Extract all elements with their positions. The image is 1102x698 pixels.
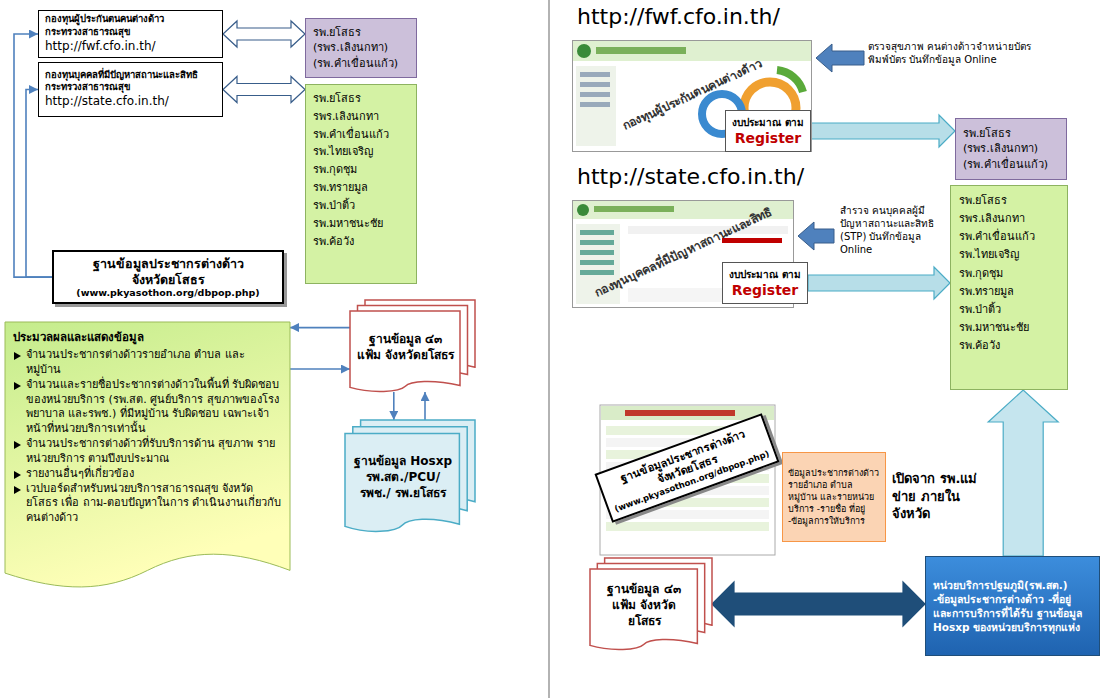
shape-part bbox=[576, 66, 616, 146]
pointer-arrow bbox=[816, 44, 864, 72]
node-text: รพ.ยโสธร (รพร.เลิงนกทา) (รพ.คำเขื่อนแก้ว… bbox=[963, 126, 1059, 172]
multi-document: ฐานข้อมูล Hosxp รพ.สต./PCU/รพช./ รพ.ยโสธ… bbox=[345, 420, 475, 532]
shape-part bbox=[573, 41, 811, 61]
block-arrow bbox=[223, 77, 305, 103]
hospital-list-box: รพ.ยโสธร รพร.เลิงนกทา รพ.คำเขื่อนแก้ว รพ… bbox=[305, 84, 417, 284]
fund-box: กองทุนผู้ประกันตนคนต่างด้าว กระทรวงสาธาร… bbox=[38, 10, 223, 58]
node-text: http://fwf.cfo.in.th/ bbox=[45, 38, 216, 55]
multi-document: ฐานข้อมูล ๔๓ แฟ้ม จังหวัดยโสธร bbox=[350, 300, 475, 392]
connector-arrow bbox=[290, 368, 350, 370]
block-arrow bbox=[811, 115, 955, 147]
node-text: Register bbox=[730, 130, 806, 146]
annotation-label: ตรวจสุขภาพ คนต่างด้าวจำหน่ายบัตร พิมพ์บั… bbox=[868, 40, 1038, 66]
shape-part bbox=[580, 240, 614, 245]
shape-part bbox=[777, 70, 803, 92]
block-arrow bbox=[988, 390, 1058, 556]
annotation-label: เปิดจาก รพ.แม่ข่าย ภายในจังหวัด bbox=[892, 470, 992, 523]
shape-part bbox=[345, 433, 459, 531]
shape-part bbox=[580, 270, 614, 275]
fund-box: กองทุนบุคคลที่มีปัญหาสถานะและสิทธิ กระทร… bbox=[38, 62, 223, 117]
node-text: ฐานข้อมูล Hosxp รพ.สต./PCU/รพช./ รพ.ยโสธ… bbox=[351, 453, 455, 502]
node-text: จำนวนประชากรต่างด้าวที่รับบริการด้าน สุข… bbox=[13, 437, 282, 467]
node-text: หน่วยบริการปฐมภูมิ(รพ.สต.) -ข้อมูลประชาก… bbox=[933, 578, 1092, 635]
database-box: ฐานข้อมูลประชากรต่างด้าว จังหวัดยโสธร(ww… bbox=[52, 250, 284, 304]
shape-part bbox=[5, 322, 290, 587]
annotation-label: http://state.cfo.in.th/ bbox=[577, 164, 897, 190]
node-text: ฐานข้อมูล ๔๓ แฟ้ม จังหวัดยโสธร bbox=[356, 331, 455, 363]
shape-part bbox=[573, 41, 812, 152]
data-box: ข้อมูลประชากรต่างด้าว รายอำเภอ ตำบล หมู่… bbox=[782, 452, 886, 542]
connector-arrow bbox=[393, 392, 395, 420]
block-arrow bbox=[712, 582, 925, 626]
shape-outline bbox=[350, 300, 475, 392]
node-text: จำนวนประชากรต่างด้าวรายอำเภอ ตำบล และ หม… bbox=[13, 348, 282, 378]
block-arrow bbox=[223, 21, 305, 47]
node-text: ข้อมูลประชากรต่างด้าว รายอำเภอ ตำบล หมู่… bbox=[788, 467, 880, 528]
node-text: รพ.ยโสธร (รพร.เลิงนกทา) (รพ.คำเขื่อนแก้ว… bbox=[313, 25, 409, 71]
node-text: งบประมาณ ตาม bbox=[727, 267, 803, 282]
budget-box: งบประมาณ ตามRegister bbox=[722, 262, 808, 304]
service-unit-box: หน่วยบริการปฐมภูมิ(รพ.สต.) -ข้อมูลประชาก… bbox=[925, 556, 1100, 656]
shape-part bbox=[580, 92, 610, 97]
node-text: กองทุนผู้ประกันตนคนต่างด้าว กระทรวงสาธาร… bbox=[45, 13, 216, 38]
shape-part bbox=[580, 230, 614, 235]
budget-box: งบประมาณ ตามRegister bbox=[725, 110, 811, 152]
shape-part bbox=[580, 102, 610, 107]
node-text: ประมวลผลและแสดงข้อมูล bbox=[13, 328, 282, 346]
connector-arrow bbox=[290, 327, 350, 329]
shape-part bbox=[577, 44, 591, 58]
report-panel: ประมวลผลและแสดงข้อมูลจำนวนประชากรต่างด้า… bbox=[5, 322, 290, 592]
connector-arrow bbox=[26, 90, 52, 278]
node-text: ฐานข้อมูลประชากรต่างด้าว จังหวัดยโสธร bbox=[58, 256, 278, 287]
node-text: ฐานข้อมูล ๔๓ แฟ้ม จังหวัดยโสธร bbox=[596, 581, 692, 630]
node-text: จำนวนและรายชื่อประชากรต่างด้าวในพื้นที่ … bbox=[13, 378, 282, 437]
node-text: http://state.cfo.in.th/ bbox=[45, 93, 216, 110]
connector-arrow bbox=[424, 392, 426, 420]
shape-part bbox=[580, 250, 614, 255]
hospital-box: รพ.ยโสธร (รพร.เลิงนกทา) (รพ.คำเขื่อนแก้ว… bbox=[955, 118, 1067, 180]
node-text: รพ.ยโสธร รพร.เลิงนกทา รพ.คำเขื่อนแก้ว รพ… bbox=[313, 90, 409, 250]
shape-part bbox=[350, 311, 460, 391]
node-text: (www.pkyasothon.org/dbpop.php) bbox=[58, 287, 278, 298]
screenshot-title-bar bbox=[625, 410, 735, 416]
node-text: Register bbox=[727, 282, 803, 298]
shape-part bbox=[580, 72, 610, 77]
node-text: เวปบอร์ดสำหรับหน่วยบริการสาธารณสุข จังหว… bbox=[13, 482, 282, 527]
shape-part bbox=[580, 82, 610, 87]
node-text: รายงานอื่นๆที่เกี่ยวข้อง bbox=[13, 467, 282, 482]
shape-part bbox=[594, 206, 674, 212]
screenshot-row bbox=[606, 522, 769, 531]
multi-document: ฐานข้อมูล ๔๓ แฟ้ม จังหวัดยโสธร bbox=[590, 558, 712, 650]
shape-part bbox=[577, 204, 589, 216]
hospital-box: รพ.ยโสธร (รพร.เลิงนกทา) (รพ.คำเขื่อนแก้ว… bbox=[305, 18, 417, 78]
annotation-label: สำรวจ คนบุคคลผู้มีปัญหาสถานะและสิทธิ (ST… bbox=[840, 204, 945, 256]
block-arrow bbox=[808, 267, 950, 299]
node-text: รพ.ยโสธร รพร.เลิงนกทา รพ.คำเขื่อนแก้ว รพ… bbox=[959, 192, 1059, 355]
annotation-label: http://fwf.cfo.in.th/ bbox=[577, 4, 897, 30]
shape-part bbox=[580, 260, 614, 265]
shape-part bbox=[590, 569, 697, 649]
node-text: กองทุนบุคคลที่มีปัญหาสถานะและสิทธิ กระทร… bbox=[45, 69, 216, 94]
hospital-list-box: รพ.ยโสธร รพร.เลิงนกทา รพ.คำเขื่อนแก้ว รพ… bbox=[950, 185, 1068, 390]
pointer-arrow bbox=[798, 222, 834, 250]
shape-part bbox=[596, 47, 686, 54]
panel-divider bbox=[548, 0, 550, 698]
node-text: งบประมาณ ตาม bbox=[730, 115, 806, 130]
